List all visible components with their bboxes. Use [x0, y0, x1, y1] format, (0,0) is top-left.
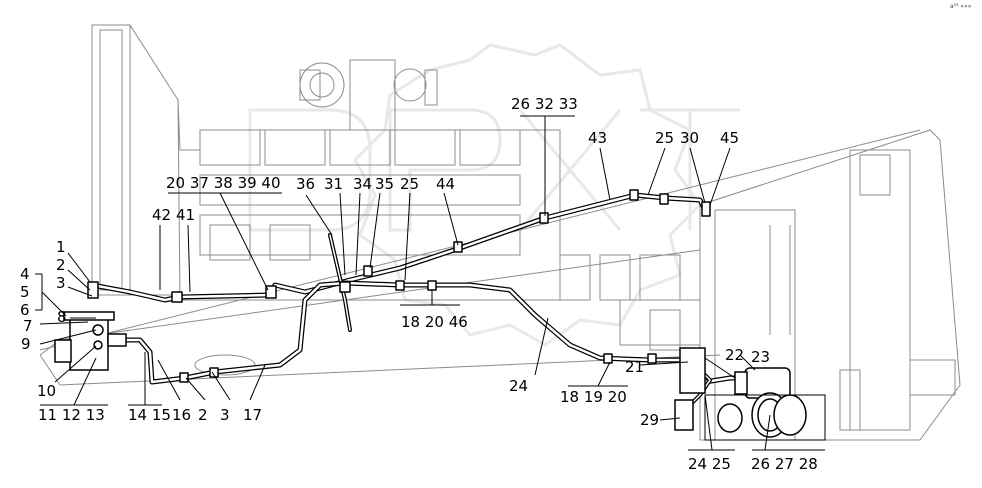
filter-assembly	[54, 311, 127, 371]
callout-23: 23	[751, 348, 770, 366]
callout-group-18-20-46: 18 20 46	[401, 313, 468, 331]
callout-43: 43	[588, 129, 607, 147]
callout-25b: 25	[655, 129, 674, 147]
callout-2: 2	[56, 256, 66, 274]
callout-31: 31	[324, 175, 343, 193]
pipelines	[87, 189, 748, 412]
callout-44: 44	[436, 175, 455, 193]
callout-9: 9	[21, 335, 31, 353]
callout-3: 3	[56, 274, 66, 292]
callout-6: 6	[20, 301, 30, 319]
figure-mark: a³³ »»»	[950, 3, 972, 10]
callout-36: 36	[296, 175, 315, 193]
callout-group-24-25: 24 25	[688, 455, 731, 473]
callout-29: 29	[640, 411, 659, 429]
callout-group-14-15: 14 15	[128, 406, 171, 424]
callout-group-26-27-28: 26 27 28	[751, 455, 818, 473]
callout-group-11-12-13: 11 12 13	[38, 406, 105, 424]
callout-7: 7	[23, 317, 33, 335]
callout-21: 21	[625, 358, 644, 376]
callout-42: 42	[152, 206, 171, 224]
callout-16: 16	[172, 406, 191, 424]
callout-4: 4	[20, 265, 30, 283]
callout-group-20-37-38-39-40: 20 37 38 39 40	[166, 174, 281, 192]
pump-motor-assembly	[674, 347, 826, 441]
callout-22: 22	[725, 346, 744, 364]
callout-labels: 1 2 3 4 5 6 7 8 9 10 11 12 13 14 15 16 2…	[20, 95, 818, 473]
callout-17: 17	[243, 406, 262, 424]
callout-8: 8	[57, 308, 67, 326]
callout-30: 30	[680, 129, 699, 147]
callout-35: 35	[375, 175, 394, 193]
callout-2b: 2	[198, 406, 208, 424]
callout-45: 45	[720, 129, 739, 147]
leader-lines	[35, 115, 825, 451]
callout-24a: 24	[509, 377, 528, 395]
callout-5: 5	[20, 283, 30, 301]
callout-group-26-32-33: 26 32 33	[511, 95, 578, 113]
callout-34: 34	[353, 175, 372, 193]
callout-10: 10	[37, 382, 56, 400]
callout-1: 1	[56, 238, 66, 256]
callout-group-18-19-20: 18 19 20	[560, 388, 627, 406]
callout-41: 41	[176, 206, 195, 224]
callout-3b: 3	[220, 406, 230, 424]
callout-25a: 25	[400, 175, 419, 193]
